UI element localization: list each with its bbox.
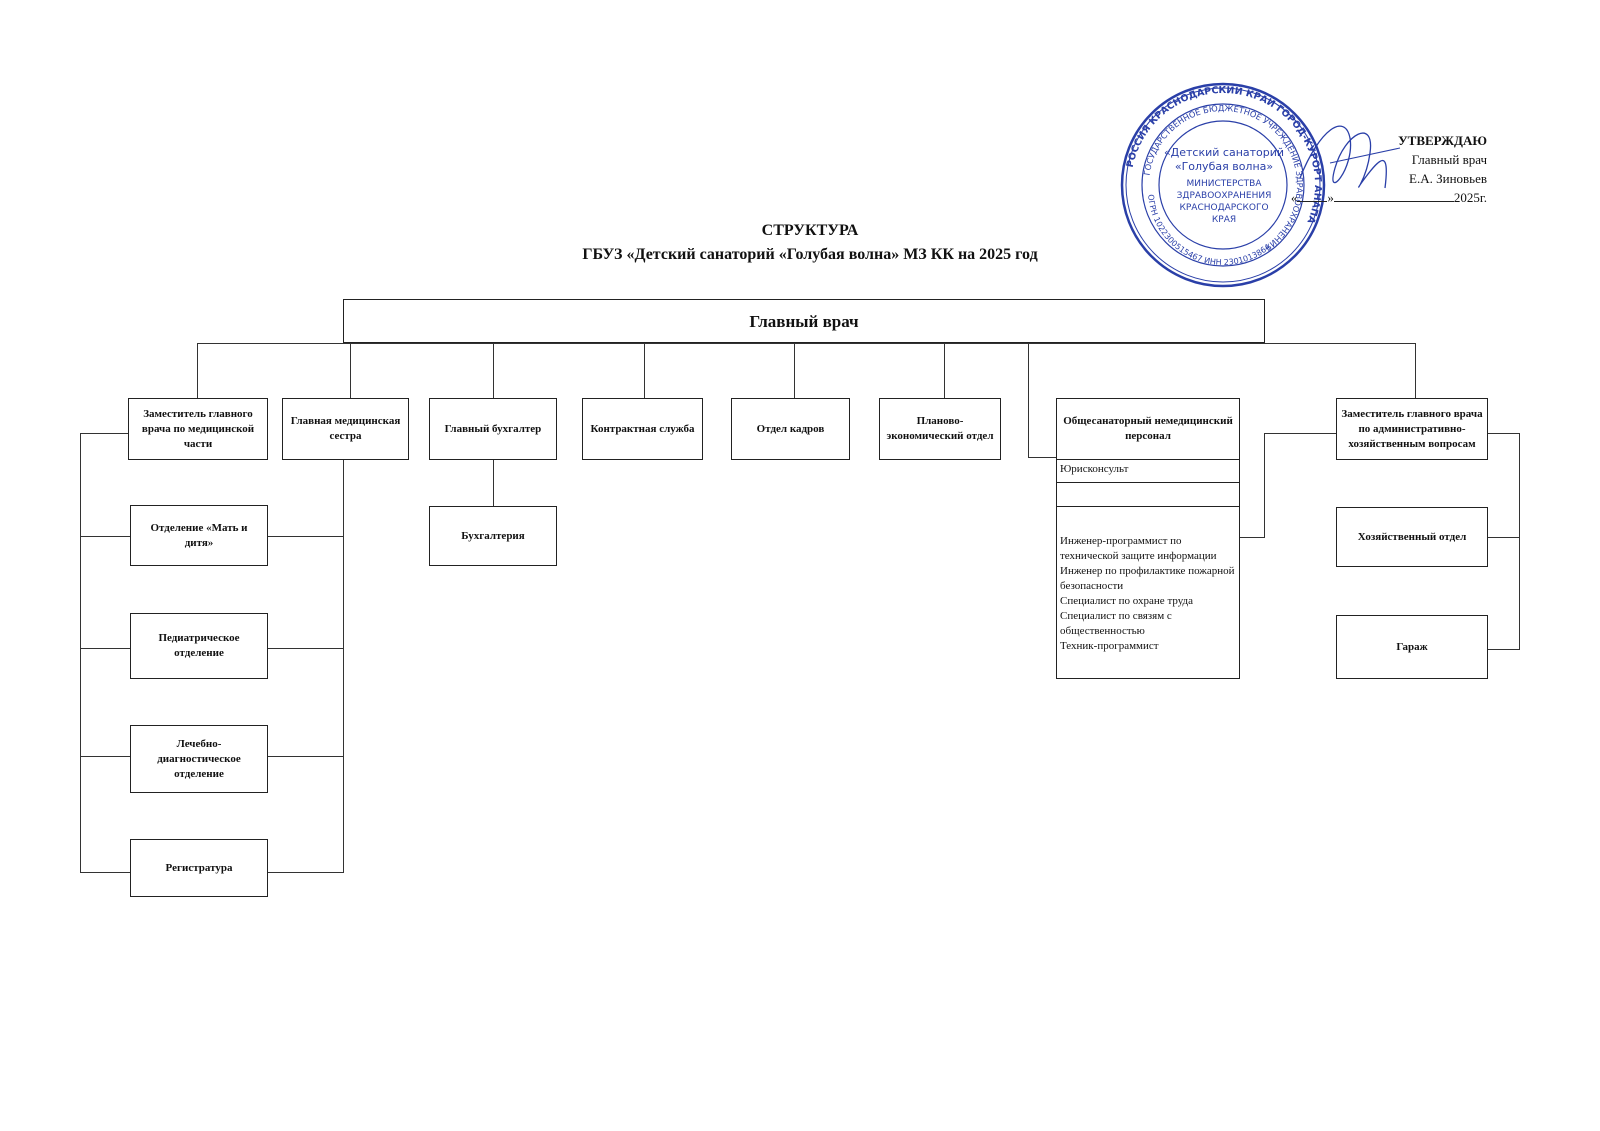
connector	[1415, 343, 1417, 398]
general-staff-label: Общесанаторный немедицинский персонал	[1063, 415, 1233, 442]
connector	[1519, 433, 1521, 649]
connector	[268, 536, 343, 538]
staff-item: Специалист по охране труда	[1060, 595, 1194, 607]
garage-label: Гараж	[1396, 640, 1428, 653]
connector	[1488, 537, 1520, 539]
pediatric-box: Педиатрическое отделение	[130, 613, 268, 679]
connector	[1488, 433, 1520, 435]
deputy-medical-label: Заместитель главного врача по медицинско…	[141, 407, 255, 450]
connector	[350, 343, 352, 398]
connector	[80, 536, 130, 538]
connector	[493, 460, 495, 506]
staff-item: Специалист по связям с общественностью	[1060, 610, 1172, 637]
approval-date: « » 2025г.	[1291, 188, 1487, 207]
deputy-admin-label: Заместитель главного врача по администра…	[1341, 407, 1483, 450]
connector	[1488, 649, 1520, 651]
chief-accountant-box: Главный бухгалтер	[429, 398, 557, 460]
registry-label: Регистратура	[165, 861, 233, 874]
deputy-medical-box: Заместитель главного врача по медицинско…	[128, 398, 268, 460]
head-nurse-box: Главная медицинская сестра	[282, 398, 409, 460]
contract-service-label: Контрактная служба	[590, 422, 695, 435]
registry-box: Регистратура	[130, 839, 268, 897]
date-quote-close: »	[1327, 190, 1334, 205]
planning-department-box: Планово-экономический отдел	[879, 398, 1001, 460]
accounting-label: Бухгалтерия	[461, 529, 525, 542]
stamp-line-3: КРАСНОДАРСКОГО	[1179, 203, 1268, 213]
connector	[644, 343, 646, 398]
connector	[1028, 343, 1030, 457]
stamp-line-1: МИНИСТЕРСТВА	[1186, 179, 1262, 189]
signature-scribble	[1299, 125, 1401, 189]
connector	[268, 648, 343, 650]
connector	[268, 872, 343, 874]
general-staff-box: Общесанаторный немедицинский персонал	[1056, 398, 1240, 460]
connector	[343, 460, 345, 873]
contract-service-box: Контрактная служба	[582, 398, 703, 460]
connector	[268, 756, 343, 758]
planning-department-label: Планово-экономический отдел	[886, 415, 994, 442]
head-nurse-label: Главная медицинская сестра	[290, 415, 401, 442]
document-title-line2: ГБУЗ «Детский санаторий «Голубая волна» …	[582, 246, 1038, 263]
connector	[1238, 537, 1265, 539]
stamp-name-2: «Голубая волна»	[1175, 160, 1273, 173]
deputy-admin-box: Заместитель главного врача по администра…	[1336, 398, 1488, 460]
stamp-line-2: ЗДРАВООХРАНЕНИЯ	[1177, 191, 1272, 201]
connector	[80, 433, 82, 873]
connector	[1028, 457, 1056, 459]
approval-position: Главный врач	[1411, 152, 1487, 167]
hr-department-label: Отдел кадров	[756, 422, 825, 435]
stamp-name-1: «Детский санаторий	[1164, 146, 1284, 159]
connector	[493, 343, 495, 398]
connector	[80, 756, 130, 758]
connector	[197, 343, 199, 398]
connector	[1264, 433, 1336, 435]
approval-name: Е.А. Зиновьев	[1409, 171, 1487, 186]
document-title-line1: СТРУКТУРА	[761, 222, 859, 239]
empty-cell	[1056, 482, 1240, 507]
connector	[80, 433, 128, 435]
accounting-box: Бухгалтерия	[429, 506, 557, 566]
legal-advisor-cell: Юрисконсульт	[1056, 459, 1240, 483]
connector	[794, 343, 796, 398]
staff-item: Техник-программист	[1060, 640, 1159, 652]
connector	[80, 872, 130, 874]
diagnostic-box: Лечебно-диагностическое отделение	[130, 725, 268, 793]
staff-item: Инженер по профилактике пожарной безопас…	[1060, 565, 1235, 592]
mother-child-label: Отделение «Мать и дитя»	[150, 521, 248, 549]
chief-doctor-box: Главный врач	[343, 299, 1265, 343]
pediatric-label: Педиатрическое отделение	[158, 632, 240, 659]
connector	[80, 648, 130, 650]
approval-block: УТВЕРЖДАЮ Главный врач Е.А. Зиновьев « » 2…	[1291, 131, 1487, 207]
staff-list-cell: Инженер-программист по технической защит…	[1056, 506, 1240, 679]
date-quote-open: «	[1290, 190, 1298, 205]
approval-heading: УТВЕРЖДАЮ	[1398, 133, 1487, 148]
staff-item: Инженер-программист по технической защит…	[1060, 535, 1217, 562]
diagnostic-label: Лечебно-диагностическое отделение	[157, 737, 241, 780]
connector	[197, 343, 1415, 345]
hr-department-box: Отдел кадров	[731, 398, 850, 460]
connector	[1264, 433, 1266, 537]
approval-year: 2025г.	[1453, 190, 1487, 205]
household-label: Хозяйственный отдел	[1357, 530, 1467, 543]
official-seal-stamp: РОССИЯ КРАСНОДАРСКИЙ КРАЙ ГОРОД-КУРОРТ А…	[1120, 82, 1326, 288]
mother-child-box: Отделение «Мать и дитя»	[130, 505, 268, 566]
garage-box: Гараж	[1336, 615, 1488, 679]
stamp-line-4: КРАЯ	[1212, 215, 1236, 225]
legal-advisor-label: Юрисконсульт	[1060, 463, 1129, 475]
connector	[944, 343, 946, 398]
chief-doctor-label: Главный врач	[749, 311, 859, 331]
household-box: Хозяйственный отдел	[1336, 507, 1488, 567]
chief-accountant-label: Главный бухгалтер	[444, 422, 542, 435]
